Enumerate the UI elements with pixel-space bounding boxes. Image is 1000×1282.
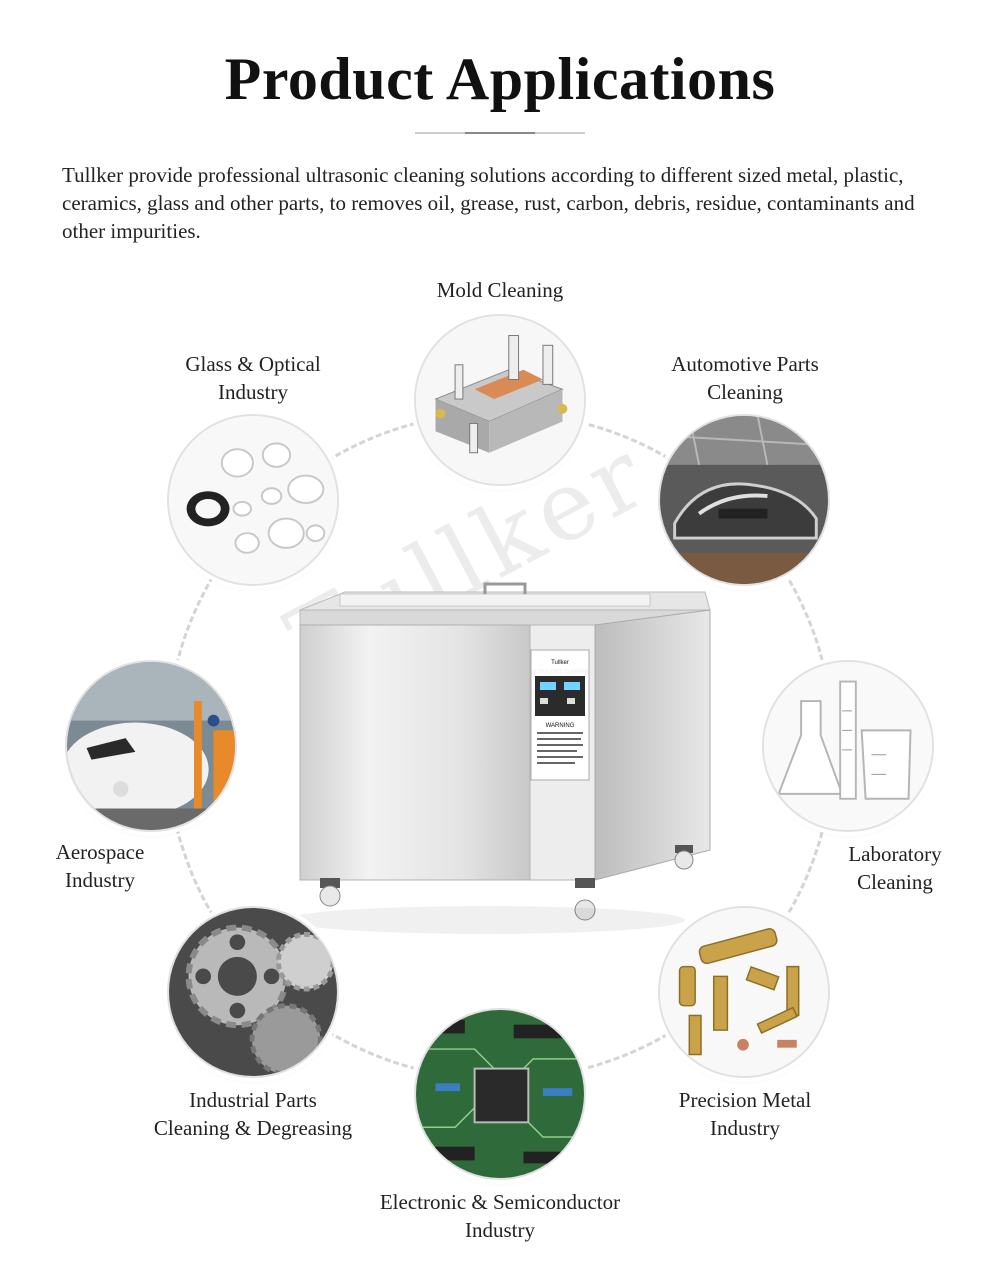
label-electronic-semiconductor: Electronic & Semiconductor Industry <box>350 1188 650 1244</box>
industrial-parts-bubble <box>167 906 339 1078</box>
gear-image <box>169 908 337 1076</box>
airplane-image <box>67 662 235 830</box>
mold-image <box>416 316 584 484</box>
label-aerospace: Aerospace Industry <box>20 838 180 894</box>
circuit-board-image <box>416 1010 584 1178</box>
label-line: Industry <box>65 868 135 892</box>
divider-accent <box>465 132 535 134</box>
label-line: Industry <box>218 380 288 404</box>
precision-metal-bubble <box>658 906 830 1078</box>
label-line: Glass & Optical <box>185 352 321 376</box>
label-line: Industry <box>465 1218 535 1242</box>
label-line: Cleaning <box>707 380 783 404</box>
label-line: Industrial Parts <box>189 1088 317 1112</box>
ultrasonic-cleaner-image: Tullker ULTRASONIC CLEANER WARNING <box>285 580 725 940</box>
brass-parts-image <box>660 908 828 1076</box>
label-industrial-parts: Industrial Parts Cleaning & Degreasing <box>128 1086 378 1142</box>
electronic-semiconductor-bubble <box>414 1008 586 1180</box>
label-glass-optical: Glass & Optical Industry <box>153 350 353 406</box>
label-line: Precision Metal <box>678 1088 812 1112</box>
lens-image <box>169 416 337 584</box>
laboratory-bubble <box>762 660 934 832</box>
aerospace-bubble <box>65 660 237 832</box>
label-automotive-parts: Automotive Parts Cleaning <box>630 350 860 406</box>
label-line: Laboratory <box>848 842 942 866</box>
label-mold-cleaning: Mold Cleaning <box>400 276 600 304</box>
panel-warning: WARNING <box>546 723 575 729</box>
panel-name: ULTRASONIC CLEANER <box>532 669 589 675</box>
label-line: Automotive Parts <box>671 352 819 376</box>
label-line: Cleaning & Degreasing <box>153 1116 353 1140</box>
label-line: Mold Cleaning <box>436 278 564 302</box>
intro-paragraph: Tullker provide professional ultrasonic … <box>62 163 915 243</box>
label-line: Electronic & Semiconductor <box>379 1190 621 1214</box>
title-divider <box>415 132 585 134</box>
mold-cleaning-bubble <box>414 314 586 486</box>
automotive-parts-bubble <box>658 414 830 586</box>
car-image <box>660 416 828 584</box>
label-line: Industry <box>710 1116 780 1140</box>
label-line: Cleaning <box>857 870 933 894</box>
page-title: Product Applications <box>224 46 776 112</box>
label-laboratory: Laboratory Cleaning <box>820 840 970 896</box>
panel-brand: Tullker <box>551 660 569 666</box>
glass-optical-bubble <box>167 414 339 586</box>
beaker-image <box>764 662 932 830</box>
label-line: Aerospace <box>55 840 145 864</box>
label-precision-metal: Precision Metal Industry <box>640 1086 850 1142</box>
